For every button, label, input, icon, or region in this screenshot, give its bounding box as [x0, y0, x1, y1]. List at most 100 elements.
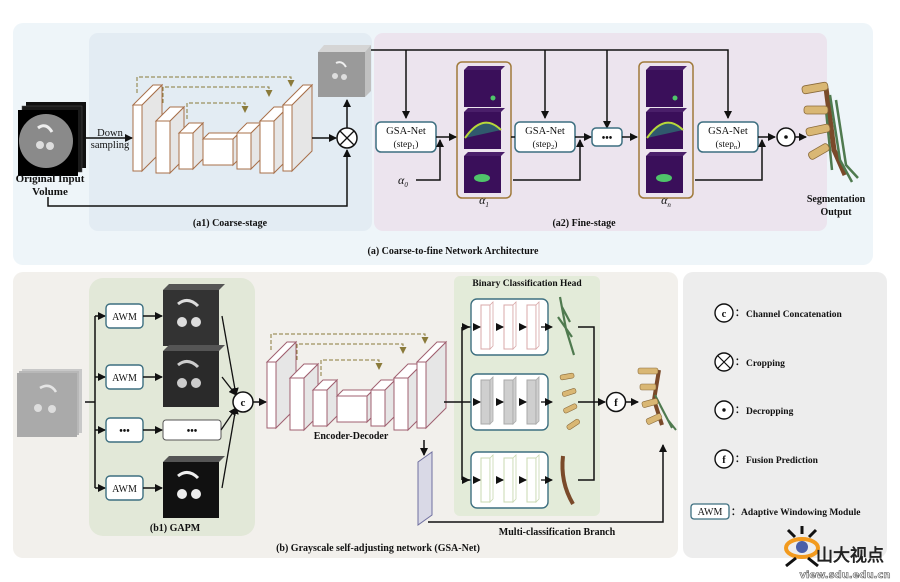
ct-detail	[177, 360, 200, 369]
unet-block-2	[177, 121, 205, 171]
volume-to-concat	[221, 406, 239, 489]
head-layer-side	[489, 454, 494, 503]
alphan-frame: αn	[638, 61, 694, 209]
alphan-return	[695, 139, 766, 181]
head-layer	[480, 379, 491, 425]
slice-top	[464, 152, 505, 156]
downsample-label-line2: sampling	[91, 140, 130, 151]
slice-top	[646, 108, 687, 112]
slice-top	[646, 66, 687, 70]
alpha0-arrow	[416, 139, 444, 181]
block-front	[282, 104, 293, 172]
legend-label: Decropping	[746, 407, 794, 417]
awm-label: AWM	[112, 373, 137, 384]
head-layer-side	[512, 301, 517, 350]
head-layer-side	[512, 376, 517, 425]
vertebra-render	[566, 418, 581, 430]
legend-sep: ：	[735, 358, 745, 368]
watermark-logo-eye	[784, 537, 820, 559]
slice-mark	[490, 95, 496, 101]
ct-detail	[191, 378, 201, 388]
alpha1-return	[513, 139, 584, 181]
decrop-icon-dot	[722, 408, 726, 412]
slice-mark	[672, 95, 678, 101]
ct-detail	[177, 317, 187, 327]
legend-sep: ：	[735, 406, 745, 416]
ellipsis-text: •••	[187, 426, 198, 437]
unet-block-3	[335, 388, 375, 424]
alpha0-label: α0	[398, 173, 408, 189]
alpha-frame-border	[638, 61, 694, 199]
legend-label: Channel Concatenation	[746, 310, 843, 320]
volume-top	[163, 284, 225, 290]
slice-mark	[464, 121, 502, 139]
unet-block-6	[281, 83, 314, 173]
alpha-frames: α1 αn	[456, 61, 694, 209]
fusion-icon	[714, 449, 734, 469]
legend-symbol: f	[722, 455, 726, 466]
legend-label: Fusion Prediction	[746, 456, 819, 466]
output-label-line1: Segmentation	[807, 194, 866, 205]
multi-class-feature-map	[417, 451, 433, 526]
slice-top	[464, 108, 505, 112]
coarse-stage-caption: (a1) Coarse-stage	[193, 218, 268, 229]
gsa-step1-sub: (step1)	[394, 139, 419, 151]
downsample-label-line1: Down	[97, 128, 123, 139]
legend-background	[683, 272, 887, 558]
awm-label: •••	[119, 426, 130, 437]
fusion-symbol: f	[614, 397, 618, 409]
head-layer-side	[489, 301, 494, 350]
ct-slice	[163, 462, 219, 518]
block-front	[132, 104, 143, 172]
block-front	[289, 377, 305, 431]
legend-item-cropping: ： Cropping	[714, 352, 785, 372]
gapm-caption: (b1) GAPM	[150, 523, 201, 534]
legend-item-fusion: f ： Fusion Prediction	[714, 449, 819, 469]
volume-to-concat	[221, 315, 239, 396]
watermark-url: view.sdu.edu.cn	[799, 570, 890, 581]
ct-detail	[177, 489, 187, 499]
gapm-row-2: ••• •••	[95, 407, 237, 443]
gsa-step2-sub: (step2)	[533, 139, 558, 151]
crop-icon-cross	[717, 355, 731, 369]
awm-label: AWM	[112, 312, 137, 323]
volume-to-concat	[221, 376, 237, 396]
head-layer	[503, 379, 514, 425]
skip-connection	[186, 102, 249, 119]
skip-connection	[296, 343, 407, 360]
concat-icon	[714, 303, 734, 323]
panel-b-caption: (b) Grayscale self-adjusting network (GS…	[276, 543, 480, 554]
head-layer	[526, 457, 537, 503]
alphan-label: αn	[661, 193, 671, 209]
legend-sep: ：	[735, 455, 745, 465]
block-front	[155, 120, 171, 174]
multi-class-line	[428, 444, 667, 523]
gsa-step1-title: GSA-Net	[386, 126, 426, 137]
slice-front	[646, 70, 683, 107]
alpha-sub: n	[667, 201, 671, 209]
decrop-icon-dot	[784, 135, 788, 139]
block-front	[393, 377, 409, 431]
vertebra-render	[559, 372, 575, 381]
heads-merge-line	[578, 326, 595, 481]
legend-symbol: c	[722, 309, 727, 320]
head-layer	[480, 457, 491, 503]
alpha1-frame: α1	[456, 61, 512, 209]
block-front	[416, 361, 427, 429]
panel-a-caption: (a) Coarse-to-fine Network Architecture	[368, 246, 540, 257]
watermark-logo-base	[785, 556, 819, 568]
ct-detail	[177, 471, 200, 480]
watermark-logo-pupil	[796, 541, 808, 553]
encoder-decoder-label: Encoder-Decoder	[314, 431, 389, 442]
block-front	[259, 120, 275, 174]
input-label-line2: Volume	[32, 186, 68, 198]
block-front	[236, 132, 252, 170]
gsa-stepn-title: GSA-Net	[708, 126, 748, 137]
vertebra-render	[563, 403, 578, 414]
input-label-line1: Original Input	[16, 173, 85, 185]
skip-connection	[320, 359, 383, 376]
slice-mark	[656, 174, 672, 182]
block-front	[370, 389, 386, 427]
watermark: 山大视点 view.sdu.edu.cn	[784, 526, 891, 581]
